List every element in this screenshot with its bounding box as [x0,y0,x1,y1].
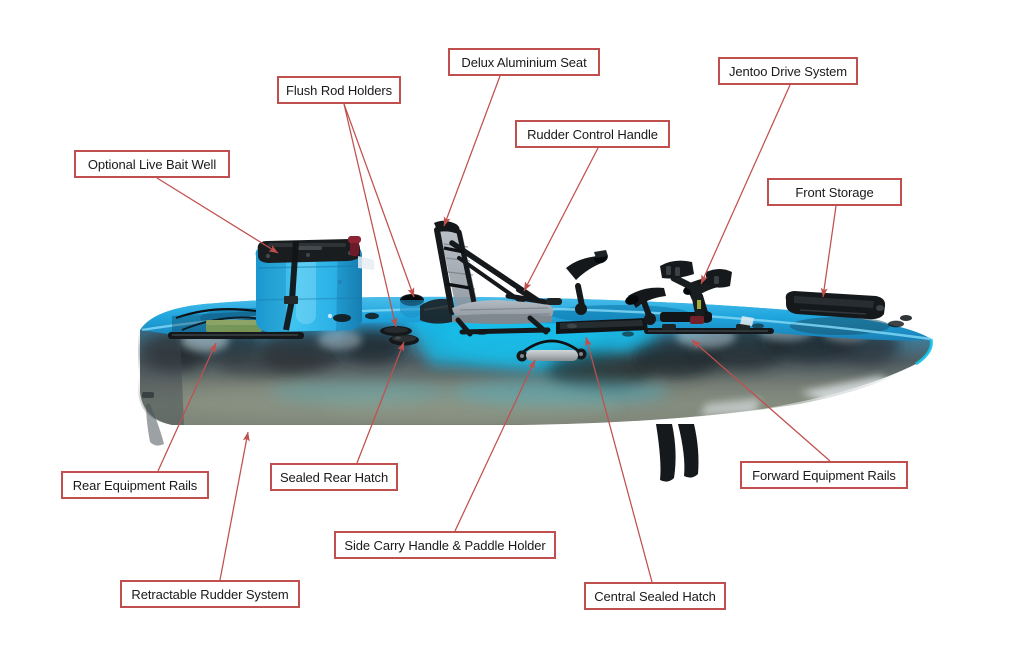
rudder-control-handle [505,288,562,305]
callout-label-text: Optional Live Bait Well [87,156,217,172]
callout-label-text: Side Carry Handle & Paddle Holder [344,537,546,553]
callout-label-text: Jentoo Drive System [728,63,848,79]
side-carry-handle [516,339,587,362]
central-sealed-hatch [556,318,648,334]
callout-label-text: Forward Equipment Rails [752,467,896,483]
callout-label-text: Delux Aluminium Seat [461,54,587,70]
callout-optional-live-bait-well[interactable]: Optional Live Bait Well [74,150,230,178]
forward-equipment-rails [644,316,774,334]
callout-label-text: Central Sealed Hatch [594,588,716,604]
live-bait-well [255,236,374,332]
callout-rear-equipment-rails[interactable]: Rear Equipment Rails [61,471,209,499]
callout-front-storage[interactable]: Front Storage [767,178,902,206]
callout-delux-aluminium-seat[interactable]: Delux Aluminium Seat [448,48,600,76]
callout-flush-rod-holders[interactable]: Flush Rod Holders [277,76,401,104]
callout-central-sealed-hatch[interactable]: Central Sealed Hatch [584,582,726,610]
callout-side-carry-handle-paddle-holder[interactable]: Side Carry Handle & Paddle Holder [334,531,556,559]
callout-label-text: Rudder Control Handle [527,126,658,142]
callout-label-text: Retractable Rudder System [131,586,289,602]
callout-forward-equipment-rails[interactable]: Forward Equipment Rails [740,461,908,489]
flush-rod-holders [380,294,424,336]
deluxe-aluminium-seat [420,220,554,337]
callout-label-text: Front Storage [795,184,874,200]
callout-retractable-rudder-system[interactable]: Retractable Rudder System [120,580,300,608]
callout-label-text: Sealed Rear Hatch [279,469,389,485]
callout-rudder-control-handle[interactable]: Rudder Control Handle [515,120,670,148]
callout-label-text: Rear Equipment Rails [72,477,198,493]
callout-label-text: Flush Rod Holders [286,82,392,98]
callout-sealed-rear-hatch[interactable]: Sealed Rear Hatch [270,463,398,491]
callout-jentoo-drive-system[interactable]: Jentoo Drive System [718,57,858,85]
sealed-rear-hatch [389,334,419,346]
front-storage-hatch [785,291,912,321]
